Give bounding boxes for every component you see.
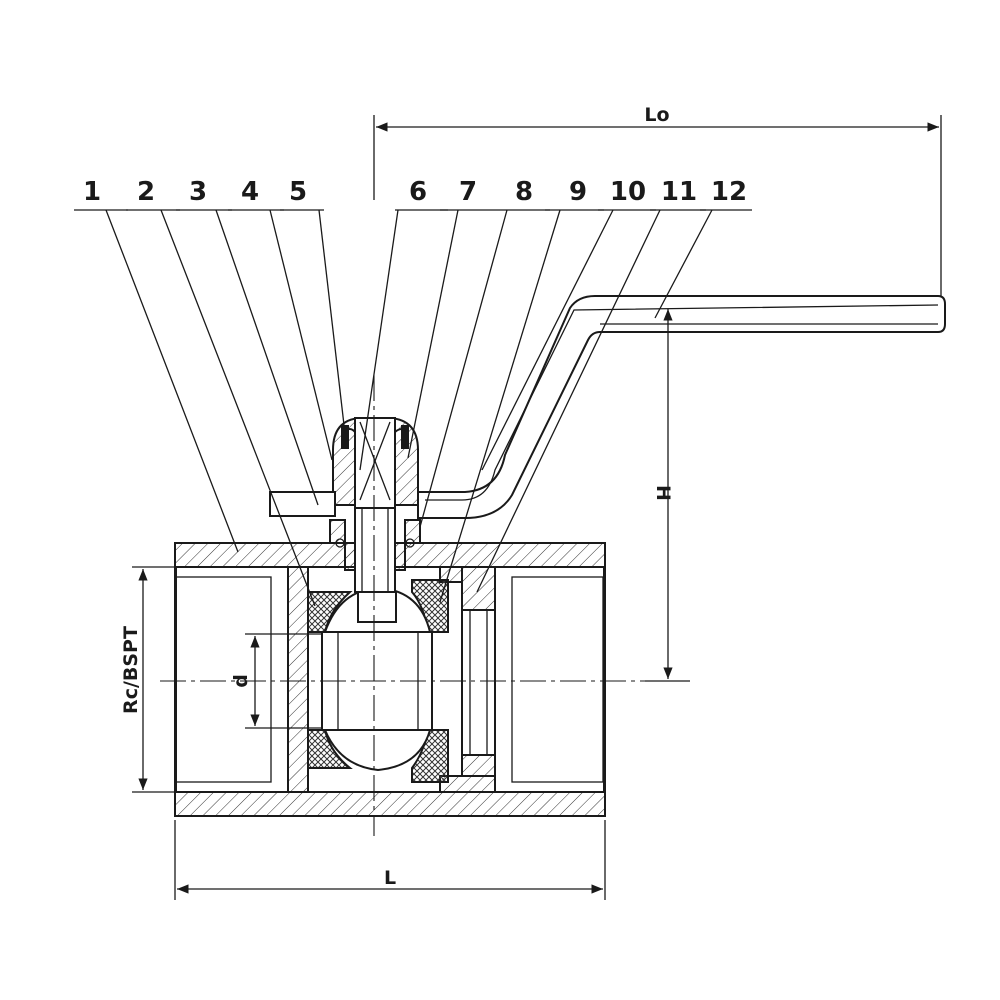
lever-handle (269, 295, 946, 519)
ball (321, 586, 433, 772)
balloon-9: 9 (569, 177, 587, 207)
balloon-6: 6 (409, 177, 427, 207)
balloon-11: 11 (661, 177, 697, 207)
balloon-2: 2 (137, 177, 155, 207)
dimension-overall-length: L (174, 820, 606, 900)
dimension-label-thread: Rc/BSPT (120, 626, 142, 714)
balloon-1: 1 (83, 177, 101, 207)
dimension-label-bore: d (230, 674, 252, 688)
dimension-handle-length: Lo (373, 104, 942, 296)
dimension-height: H (645, 309, 690, 682)
dimension-label-handle-length: Lo (644, 104, 669, 126)
balloon-numbers: 1 2 3 4 5 6 7 8 9 10 11 12 (83, 177, 747, 207)
leader-lines (74, 209, 752, 607)
seat-retainer (461, 566, 496, 777)
dimension-bore: d (230, 633, 322, 729)
balloon-4: 4 (241, 177, 259, 207)
dimension-thread: Rc/BSPT (120, 566, 176, 793)
balloon-5: 5 (289, 177, 307, 207)
balloon-3: 3 (189, 177, 207, 207)
balloon-8: 8 (515, 177, 533, 207)
balloon-12: 12 (711, 177, 747, 207)
dimension-label-height: H (652, 485, 674, 501)
balloon-7: 7 (459, 177, 477, 207)
dimension-label-overall-length: L (384, 867, 396, 889)
balloon-10: 10 (610, 177, 646, 207)
